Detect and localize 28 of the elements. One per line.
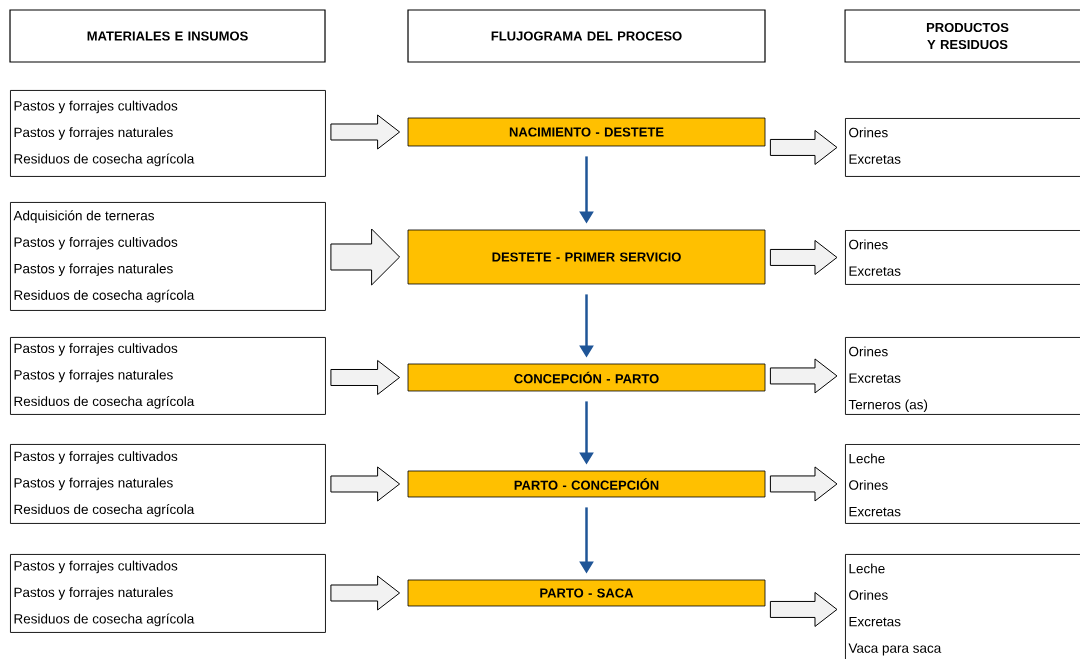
process-box: PARTO - CONCEPCIÓN (407, 470, 766, 498)
output-list-box: Leche Orines Excretas (845, 444, 1080, 524)
block-arrow (330, 228, 401, 286)
block-arrow (330, 575, 401, 611)
output-list-box: Leche Orines Excretas Vaca para saca (845, 554, 1080, 659)
process-box: CONCEPCIÓN - PARTO (407, 363, 766, 392)
column-header: PRODUCTOS Y RESIDUOS (844, 9, 1080, 63)
block-arrow (769, 239, 838, 275)
input-list-box: Pastos y forrajes cultivados Pastos y forrajes naturales Residuos de cosecha agrícola (10, 337, 326, 415)
column-header: MATERIALES E INSUMOS (9, 9, 326, 63)
block-arrow (769, 466, 838, 502)
output-list-box: Orines Excretas (845, 118, 1080, 177)
input-list-box: Adquisición de terneras Pastos y forrajes cultivados Pastos y forrajes naturales Residuos de cosecha agrícola (10, 202, 326, 311)
block-arrow (330, 466, 401, 502)
output-list-box: Orines Excretas Terneros (as) (845, 337, 1080, 415)
block-arrow (769, 129, 838, 165)
block-arrow (330, 360, 401, 395)
process-box: NACIMIENTO - DESTETE (407, 117, 766, 147)
output-list-box: Orines Excretas (845, 230, 1080, 285)
column-header: FLUJOGRAMA DEL PROCESO (407, 9, 766, 63)
input-list-box: Pastos y forrajes cultivados Pastos y forrajes naturales Residuos de cosecha agrícola (10, 90, 326, 177)
block-arrow (769, 591, 838, 627)
input-list-box: Pastos y forrajes cultivados Pastos y forrajes naturales Residuos de cosecha agrícola (10, 444, 326, 524)
input-list-box: Pastos y forrajes cultivados Pastos y forrajes naturales Residuos de cosecha agrícola (10, 554, 326, 633)
process-box: DESTETE - PRIMER SERVICIO (407, 229, 766, 285)
process-box: PARTO - SACA (407, 579, 766, 607)
block-arrow (330, 114, 401, 150)
block-arrow (769, 358, 838, 394)
